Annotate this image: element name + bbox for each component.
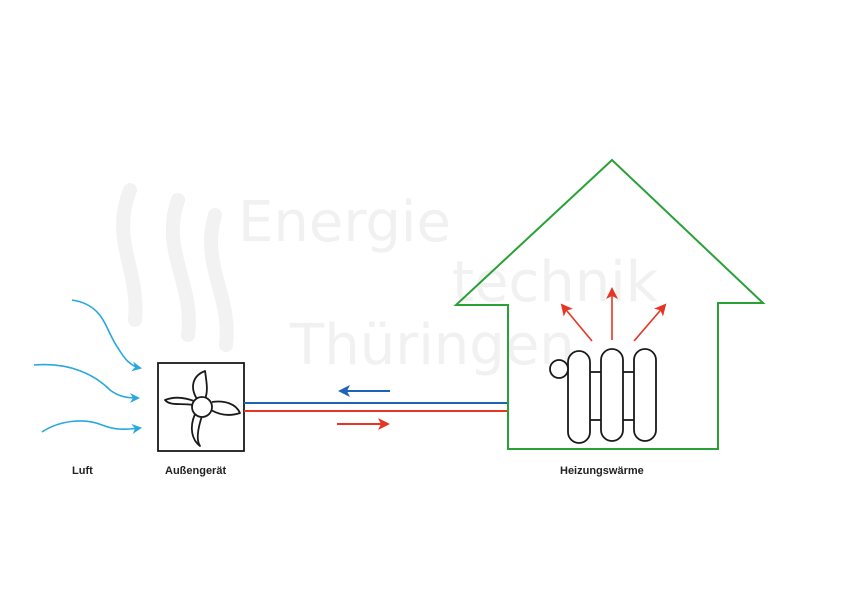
watermark-line-2: technik [452,250,659,315]
air-arrow-icon [33,299,142,434]
watermark-line-1: Energie [238,190,451,255]
air-label: Luft [72,465,93,477]
outdoor-unit-label: Außengerät [165,465,227,477]
radiator-icon [549,348,657,444]
heating-label: Heizungswärme [560,465,644,477]
heat-arrow-icon [560,287,667,342]
house-outline [453,158,766,450]
outdoor-unit [157,362,245,452]
flame-watermark-icon [116,183,234,352]
watermark-line-3: Thüringen [290,313,575,378]
fan-icon [164,370,241,447]
